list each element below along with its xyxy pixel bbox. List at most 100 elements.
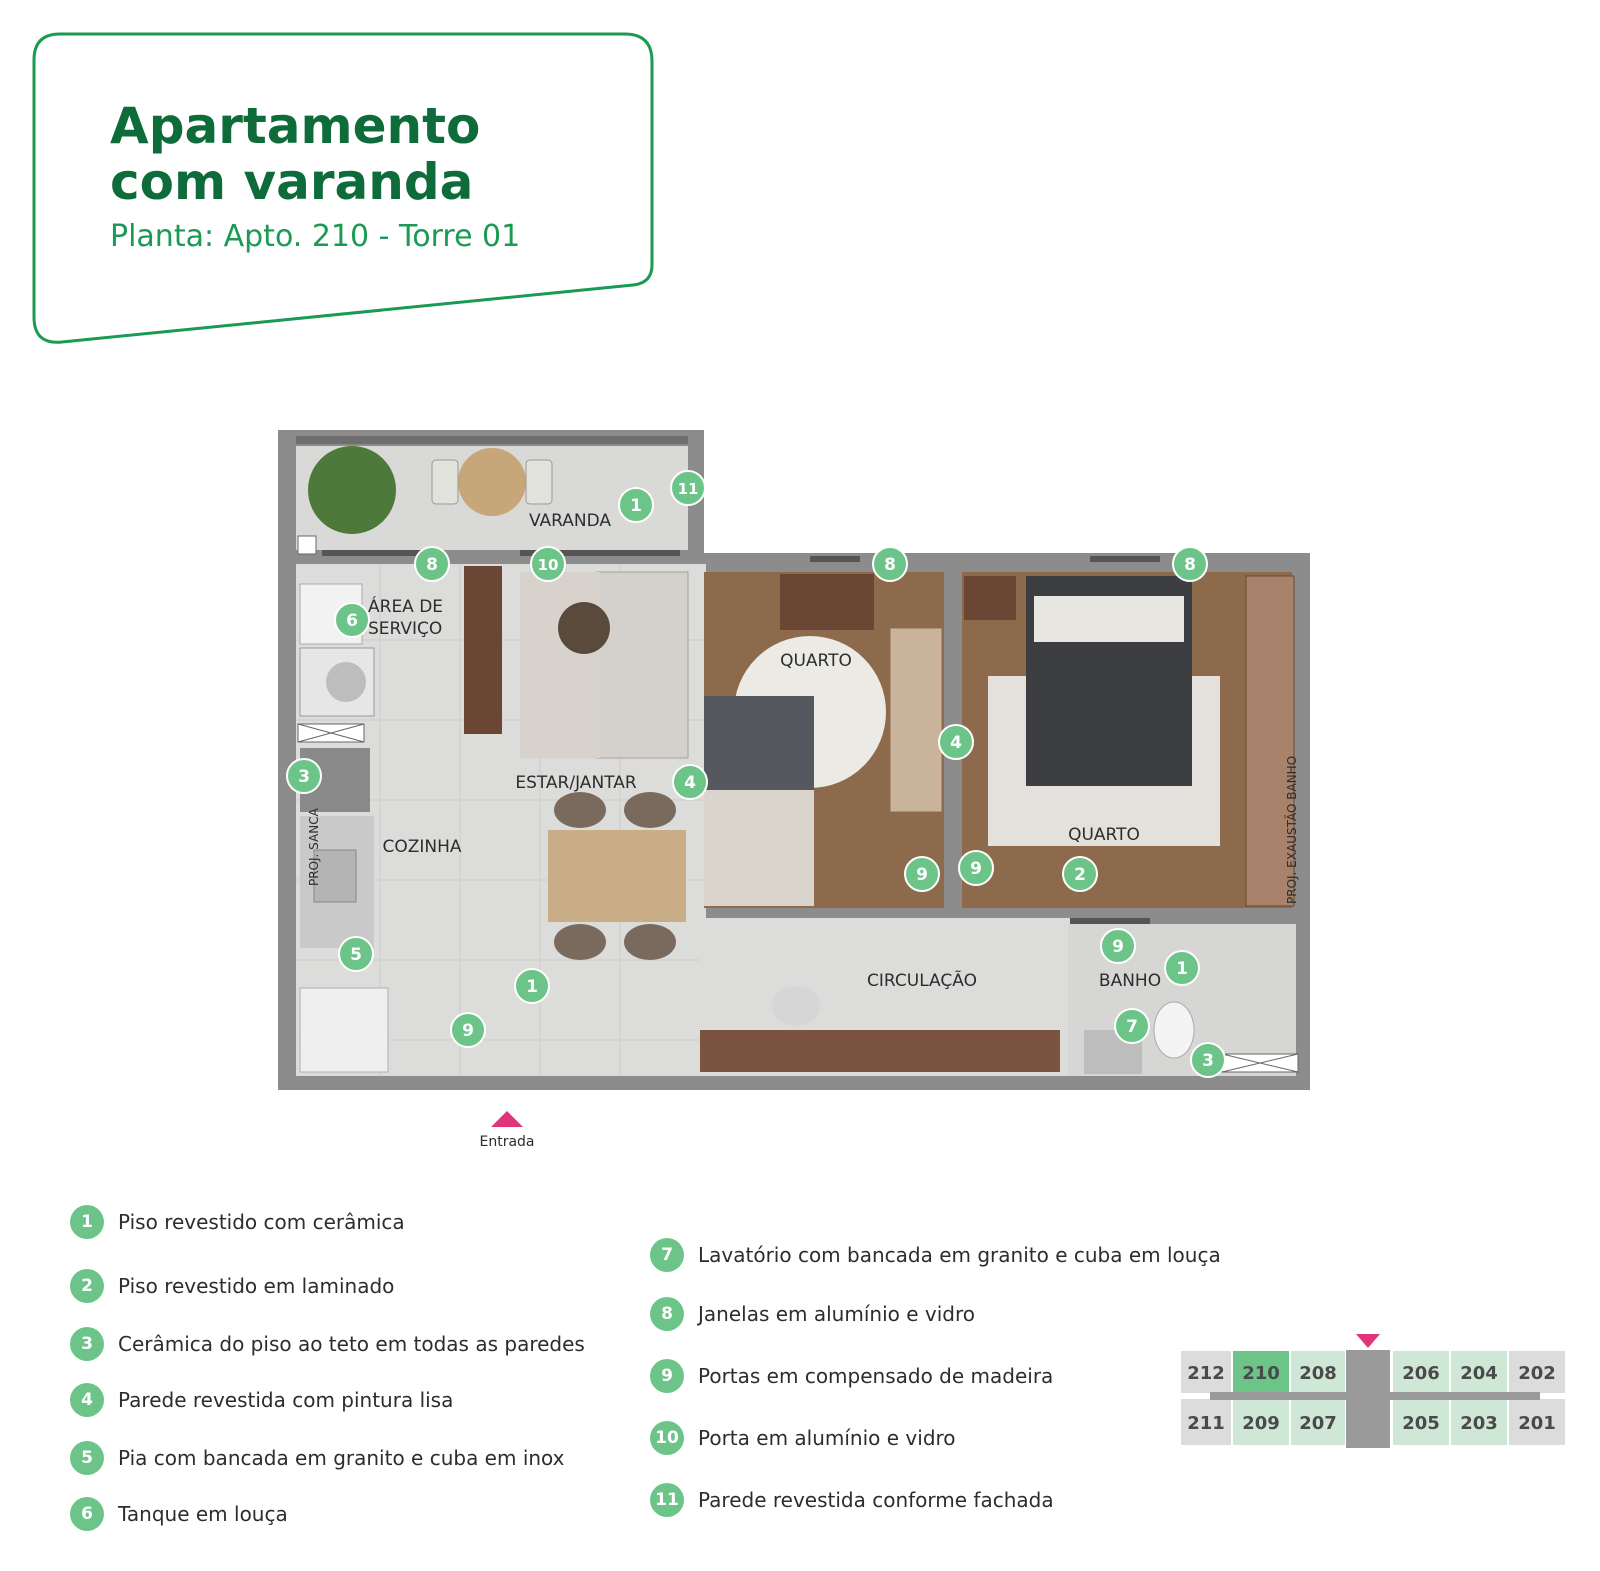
plan-marker-badge bbox=[514, 968, 550, 1004]
plan-marker-1: 1 bbox=[514, 968, 550, 1004]
plan-marker-9: 9 bbox=[904, 856, 940, 892]
shaft-bathroom-cross-2 bbox=[1221, 1053, 1299, 1073]
plan-marker-8: 8 bbox=[872, 546, 908, 582]
plan-marker-4: 4 bbox=[938, 724, 974, 760]
legend-badge: 5 bbox=[70, 1441, 104, 1475]
plan-marker-number: 9 bbox=[1112, 937, 1124, 957]
legend-text: Parede revestida com pintura lisa bbox=[118, 1388, 454, 1412]
nightstand bbox=[964, 576, 1016, 620]
page-title-line-2: com varanda bbox=[110, 153, 474, 211]
legend-text: Cerâmica do piso ao teto em todas as par… bbox=[118, 1332, 585, 1356]
plan-marker-1: 1 bbox=[618, 487, 654, 523]
legend-text: Porta em alumínio e vidro bbox=[698, 1426, 956, 1450]
plan-marker-number: 3 bbox=[298, 767, 310, 787]
legend-text: Lavatório com bancada em granito e cuba … bbox=[698, 1243, 1221, 1267]
plan-marker-number: 5 bbox=[350, 945, 362, 965]
legend-text: Piso revestido com cerâmica bbox=[118, 1210, 405, 1234]
plan-marker-number: 1 bbox=[1176, 959, 1188, 979]
plan-marker-9: 9 bbox=[450, 1012, 486, 1048]
key-plan-unit-label: 204 bbox=[1460, 1363, 1498, 1384]
plan-marker-4: 4 bbox=[672, 764, 708, 800]
plan-marker-9: 9 bbox=[1100, 928, 1136, 964]
key-plan-unit-label: 208 bbox=[1299, 1363, 1337, 1384]
plan-marker-badge bbox=[1100, 928, 1136, 964]
plan-marker-badge bbox=[334, 602, 370, 638]
plan-marker-badge bbox=[286, 758, 322, 794]
plan-marker-badge bbox=[672, 764, 708, 800]
key-plan-unit-label: 203 bbox=[1460, 1413, 1498, 1434]
legend-badge: 7 bbox=[650, 1238, 684, 1272]
plan-marker-number: 4 bbox=[950, 733, 962, 753]
key-plan-unit-label: 207 bbox=[1299, 1413, 1337, 1434]
legend-badge: 10 bbox=[650, 1421, 684, 1455]
room-label-area-servico-2: SERVIÇO bbox=[368, 619, 442, 639]
entrance-arrow-icon bbox=[491, 1111, 523, 1127]
page-subtitle: Planta: Apto. 210 - Torre 01 bbox=[110, 219, 521, 254]
legend-text: Tanque em louça bbox=[118, 1502, 288, 1526]
note-proj-sanca: PROJ. SANCA bbox=[307, 807, 321, 886]
plan-marker-number: 1 bbox=[526, 977, 538, 997]
legend-item-10: 10 Porta em alumínio e vidro bbox=[650, 1420, 956, 1456]
plan-marker-2: 2 bbox=[1062, 856, 1098, 892]
plan-marker-8: 8 bbox=[414, 546, 450, 582]
plan-marker-3: 3 bbox=[286, 758, 322, 794]
kitchen-sink bbox=[313, 849, 357, 903]
living-rug bbox=[520, 572, 600, 758]
plan-marker-badge bbox=[450, 1012, 486, 1048]
plan-marker-badge bbox=[904, 856, 940, 892]
legend-badge: 1 bbox=[70, 1205, 104, 1239]
title-card-border bbox=[32, 32, 654, 344]
plan-marker-1: 1 bbox=[1164, 950, 1200, 986]
room-label-circulacao: CIRCULAÇÃO bbox=[867, 969, 977, 991]
sofa bbox=[595, 571, 689, 759]
varanda-table bbox=[458, 448, 526, 516]
dining-chair-4 bbox=[624, 924, 676, 960]
dining-chair-2 bbox=[624, 792, 676, 828]
plan-marker-badge bbox=[670, 470, 706, 506]
plan-marker-9: 9 bbox=[958, 850, 994, 886]
key-plan-unit-207 bbox=[1289, 1397, 1347, 1447]
key-plan-unit-label: 209 bbox=[1242, 1413, 1280, 1434]
key-plan-unit-label: 205 bbox=[1402, 1413, 1440, 1434]
plan-marker-number: 11 bbox=[678, 480, 699, 498]
plan-marker-badge bbox=[530, 546, 566, 582]
partition-shelf bbox=[464, 566, 502, 734]
entrance-label: Entrada bbox=[479, 1134, 534, 1150]
key-plan-unit-label: 201 bbox=[1518, 1413, 1556, 1434]
wardrobe-bedroom-2 bbox=[1245, 575, 1295, 907]
room-label-varanda: VARANDA bbox=[529, 511, 611, 531]
plan-marker-number: 3 bbox=[1202, 1051, 1214, 1071]
legend-badge: 9 bbox=[650, 1359, 684, 1393]
legend-item-6: 6 Tanque em louça bbox=[70, 1496, 288, 1532]
plan-marker-5: 5 bbox=[338, 936, 374, 972]
key-plan-unit-label: 211 bbox=[1187, 1413, 1225, 1434]
desk-chair bbox=[772, 986, 820, 1026]
key-plan-marker-icon bbox=[1356, 1334, 1380, 1348]
room-label-quarto-1: QUARTO bbox=[780, 651, 852, 671]
key-plan-unit-label: 212 bbox=[1187, 1363, 1225, 1384]
plan-marker-number: 8 bbox=[426, 555, 438, 575]
varanda-railing bbox=[296, 436, 688, 444]
plan-marker-badge bbox=[938, 724, 974, 760]
legend-badge: 4 bbox=[70, 1383, 104, 1417]
plan-marker-10: 10 bbox=[530, 546, 566, 582]
plant-varanda bbox=[308, 446, 396, 534]
room-label-banho: BANHO bbox=[1099, 971, 1161, 991]
plan-marker-7: 7 bbox=[1114, 1008, 1150, 1044]
plan-marker-number: 8 bbox=[884, 555, 896, 575]
legend-item-7: 7 Lavatório com bancada em granito e cuba… bbox=[650, 1237, 1221, 1273]
plan-marker-badge bbox=[1172, 546, 1208, 582]
legend-item-1: 1 Piso revestido com cerâmica bbox=[70, 1204, 405, 1240]
key-plan-unit-204 bbox=[1449, 1349, 1509, 1395]
key-plan-unit-209 bbox=[1231, 1397, 1291, 1447]
plan-marker-number: 6 bbox=[346, 611, 358, 631]
title-card: Apartamento com varanda Planta: Apto. 21… bbox=[0, 0, 700, 380]
room-label-estar-jantar: ESTAR/JANTAR bbox=[515, 773, 637, 793]
legend-badge: 6 bbox=[70, 1497, 104, 1531]
plan-marker-badge bbox=[1114, 1008, 1150, 1044]
